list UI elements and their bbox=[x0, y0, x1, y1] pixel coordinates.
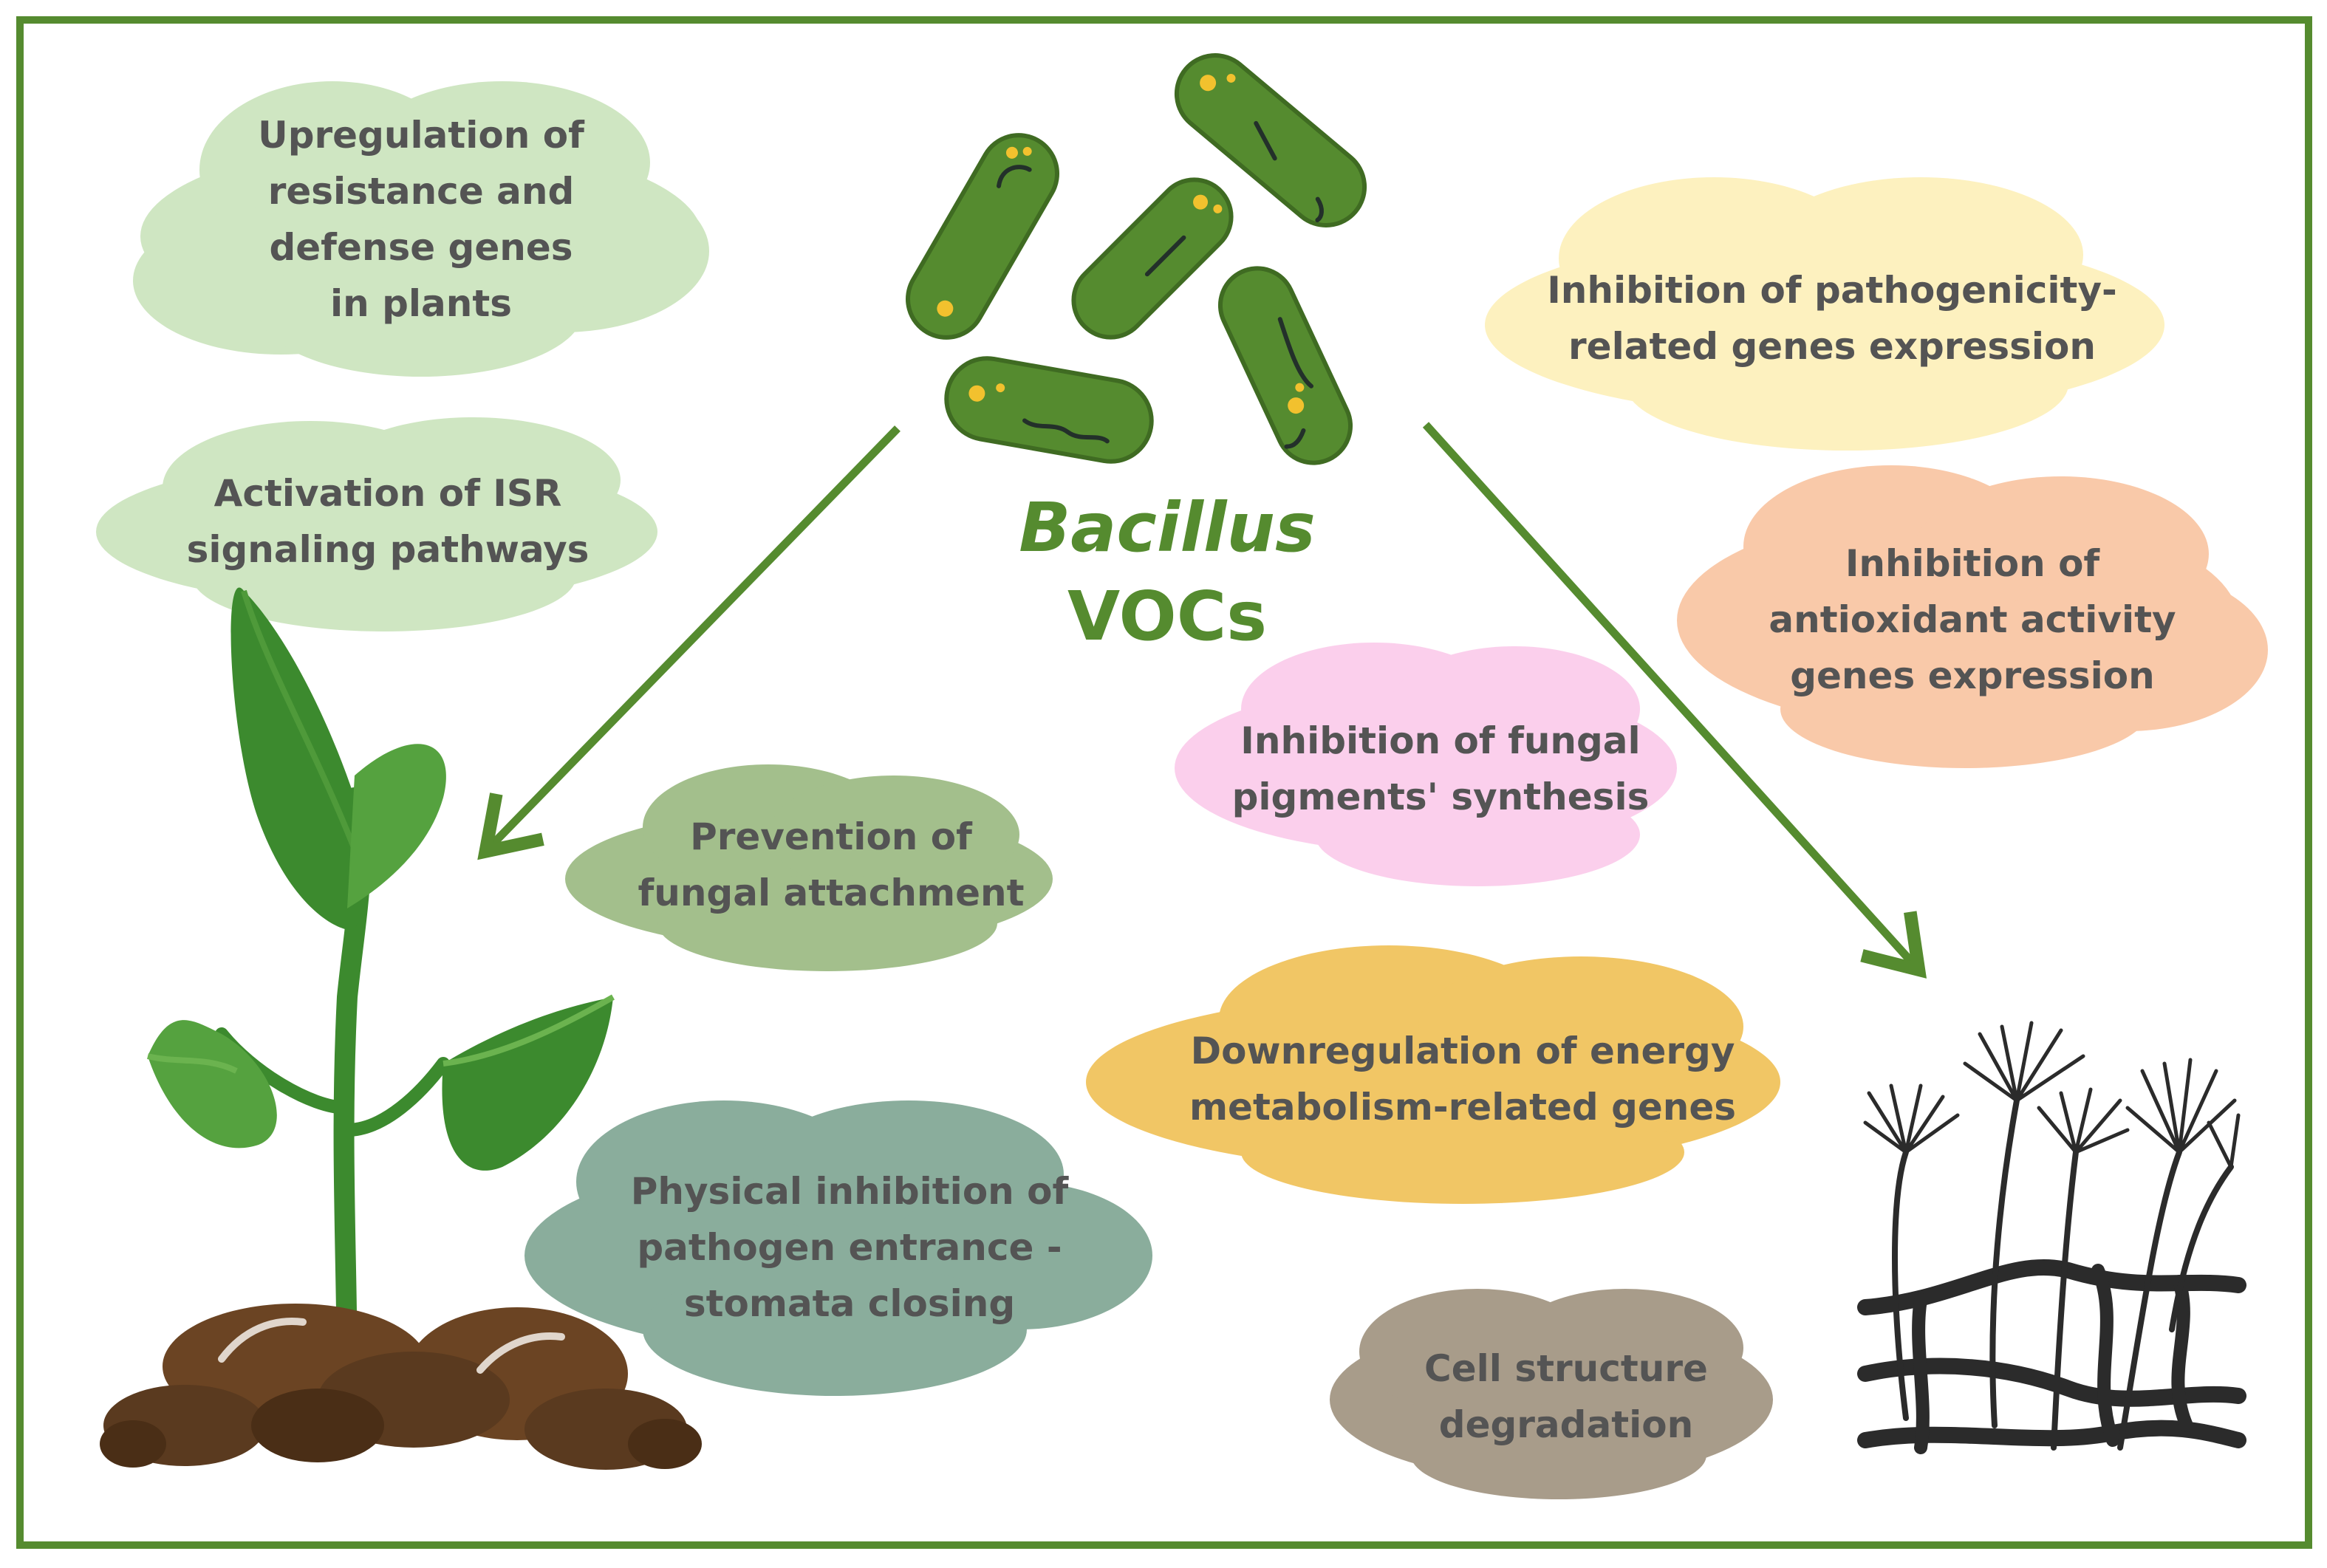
cloud-physical bbox=[524, 1100, 1152, 1396]
label-line: stomata closing bbox=[683, 1282, 1016, 1325]
label-pigments: Inhibition of fungal pigments' synthesis bbox=[1197, 713, 1684, 825]
label-line: related genes expression bbox=[1568, 325, 2096, 368]
label-line: metabolism-related genes bbox=[1189, 1086, 1737, 1129]
label-upregulation: Upregulation of resistance and defense g… bbox=[199, 107, 643, 332]
title-line-2: VOCs bbox=[1067, 577, 1268, 656]
cloud-isr bbox=[96, 417, 657, 631]
title-line-1: Bacillus bbox=[1019, 488, 1316, 567]
cloud-energy bbox=[1086, 945, 1780, 1204]
label-line: Physical inhibition of bbox=[630, 1170, 1069, 1213]
label-antioxidant: Inhibition of antioxidant activity genes… bbox=[1714, 535, 2231, 704]
label-line: pathogen entrance - bbox=[637, 1226, 1062, 1269]
label-line: genes expression bbox=[1790, 654, 2155, 697]
fungus-icon bbox=[1857, 1021, 2246, 1462]
label-energy: Downregulation of energy metabolism-rela… bbox=[1152, 1023, 1773, 1135]
label-line: degradation bbox=[1438, 1403, 1694, 1446]
cloud-antioxidant bbox=[1677, 465, 2268, 768]
cloud-upregulation bbox=[133, 81, 709, 377]
label-line: signaling pathways bbox=[186, 528, 590, 571]
plant-icon bbox=[100, 587, 702, 1470]
diagram-frame bbox=[16, 16, 2312, 1549]
arrow-to-plant bbox=[477, 425, 901, 860]
label-line: Inhibition of bbox=[1845, 542, 2100, 585]
label-cell-structure: Cell structure degradation bbox=[1374, 1341, 1758, 1453]
label-line: Inhibition of pathogenicity- bbox=[1547, 269, 2117, 312]
label-pathogenicity: Inhibition of pathogenicity- related gen… bbox=[1522, 262, 2142, 374]
bacteria-icon bbox=[906, 53, 1367, 465]
label-line: resistance and bbox=[267, 170, 575, 213]
label-line: Activation of ISR bbox=[213, 472, 562, 515]
label-line: Inhibition of fungal bbox=[1240, 719, 1641, 762]
label-physical: Physical inhibition of pathogen entrance… bbox=[576, 1163, 1123, 1332]
label-isr: Activation of ISR signaling pathways bbox=[148, 465, 628, 578]
label-line: in plants bbox=[329, 282, 513, 325]
label-line: defense genes bbox=[269, 226, 573, 269]
arrow-to-fungus bbox=[1422, 422, 1927, 979]
cloud-prevention bbox=[565, 764, 1053, 971]
label-line: Cell structure bbox=[1424, 1347, 1708, 1390]
cloud-pigments bbox=[1175, 643, 1677, 886]
cloud-pathogenicity bbox=[1485, 177, 2164, 451]
label-line: pigments' synthesis bbox=[1231, 776, 1650, 818]
diagram-title: Bacillus VOCs bbox=[968, 484, 1367, 661]
label-line: Downregulation of energy bbox=[1190, 1030, 1735, 1072]
label-prevention: Prevention of fungal attachment bbox=[591, 809, 1071, 921]
label-line: Upregulation of bbox=[258, 114, 584, 157]
cloud-cell-structure bbox=[1330, 1289, 1773, 1499]
label-line: antioxidant activity bbox=[1769, 598, 2176, 641]
label-line: Prevention of bbox=[690, 815, 972, 858]
label-line: fungal attachment bbox=[638, 872, 1025, 914]
